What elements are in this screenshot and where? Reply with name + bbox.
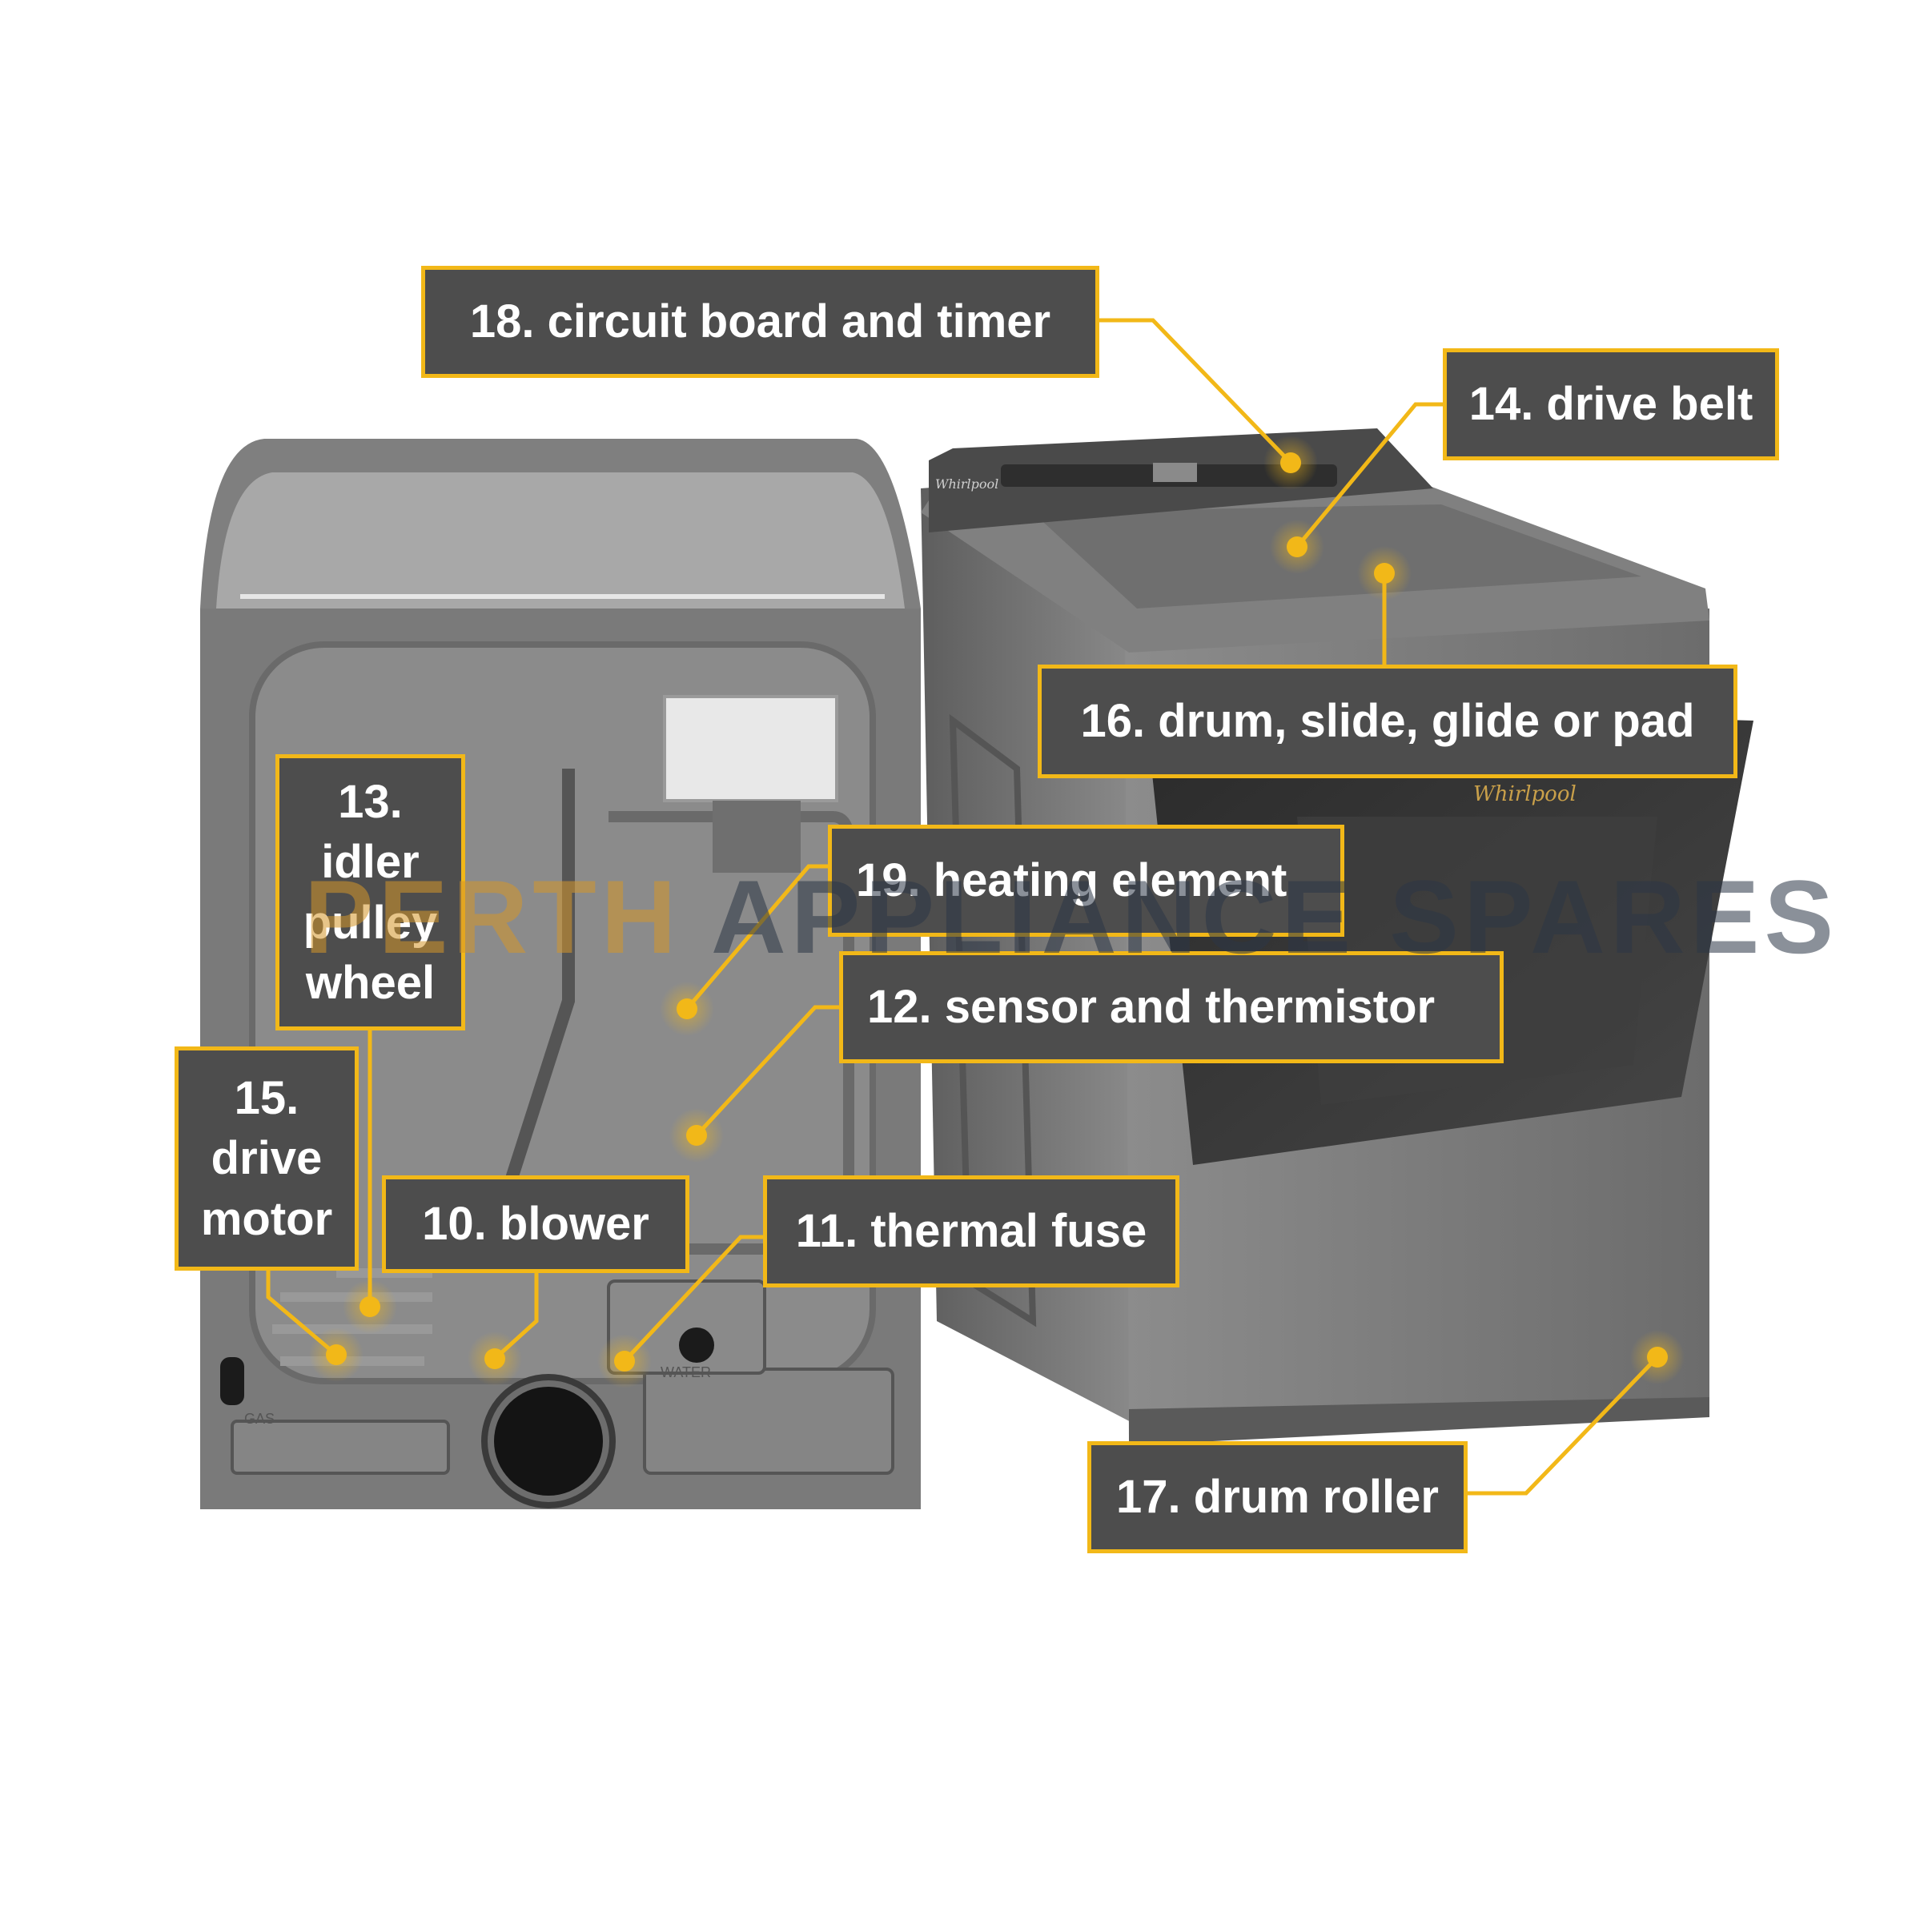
marker-dots <box>309 436 1685 1388</box>
callout-drive-motor: 15. drive motor <box>175 1046 359 1271</box>
marker-13 <box>359 1296 380 1317</box>
callout-idler-pulley-wheel: 13. idler pulley wheel <box>275 754 465 1030</box>
callout-blower: 10. blower <box>382 1175 689 1273</box>
leader-15 <box>266 1271 338 1356</box>
leader-17 <box>1468 1356 1659 1496</box>
marker-11 <box>614 1351 635 1372</box>
watermark-word-appliance-spares: APPLIANCE SPARES <box>710 858 1839 975</box>
callout-thermal-fuse: 11. thermal fuse <box>763 1175 1179 1287</box>
water-label: WATER <box>661 1364 711 1380</box>
marker-14 <box>1287 536 1307 557</box>
leader-12 <box>695 1005 839 1137</box>
callout-sensor-and-thermistor: 12. sensor and thermistor <box>839 951 1504 1063</box>
leader-14 <box>1295 402 1443 548</box>
callout-drum-slide-glide-or-pad: 16. drum, slide, glide or pad <box>1038 665 1737 778</box>
watermark-word-perth: PERTH <box>304 858 681 975</box>
leader-19 <box>685 864 828 1010</box>
callout-circuit-board-and-timer: 18. circuit board and timer <box>421 266 1099 378</box>
marker-16 <box>1374 563 1395 584</box>
marker-19 <box>677 998 697 1019</box>
marker-18 <box>1280 452 1301 473</box>
callout-drive-belt: 14. drive belt <box>1443 348 1779 460</box>
marker-12 <box>686 1125 707 1146</box>
leader-18 <box>1099 318 1292 464</box>
gas-label: GAS <box>244 1411 275 1427</box>
leader-lines <box>266 318 1659 1496</box>
callout-heating-element: 19. heating element <box>828 825 1344 937</box>
leader-11 <box>623 1235 763 1363</box>
marker-10 <box>484 1348 505 1369</box>
marker-15 <box>326 1344 347 1365</box>
marker-17 <box>1647 1347 1668 1368</box>
door-brand-text: Whirlpool <box>1473 782 1577 806</box>
watermark: PERTH APPLIANCE SPARES <box>304 857 1838 977</box>
console-brand-text: Whirlpool <box>935 476 998 492</box>
callout-drum-roller: 17. drum roller <box>1087 1441 1468 1553</box>
